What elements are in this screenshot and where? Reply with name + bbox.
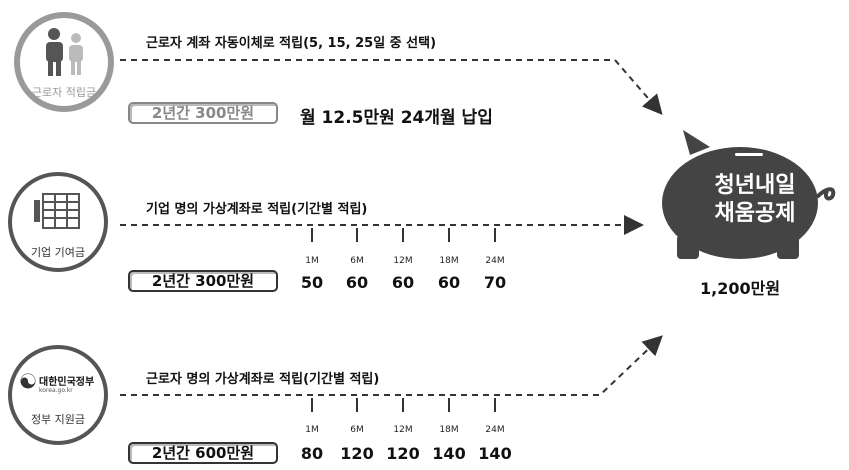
tick-value: 70 (483, 273, 507, 292)
company-circle: 기업 기여금 (8, 172, 108, 272)
piggy-bank-icon (662, 130, 836, 259)
tick-value: 60 (345, 273, 369, 292)
tick-value: 140 (478, 444, 512, 463)
piggy-title: 청년내일 채움공제 (690, 172, 820, 228)
tick-mark (402, 228, 404, 242)
tick-label: 18M (439, 256, 459, 266)
government-circle: 대한민국정부 korea.go.kr 정부 지원금 (8, 345, 108, 445)
arrow-bottom (120, 335, 663, 396)
tick-label: 6M (350, 425, 364, 435)
tick-mark (402, 398, 404, 412)
piggy-title-line2: 채움공제 (714, 201, 796, 226)
tick-value: 80 (300, 444, 324, 463)
description-worker: 근로자 계좌 자동이체로 적립(5, 15, 25일 중 선택) (146, 36, 437, 51)
description-government: 근로자 명의 가상계좌로 적립(기간별 적립) (146, 372, 380, 387)
circle-label-company: 기업 기여금 (30, 246, 86, 259)
tick-value: 60 (391, 273, 415, 292)
tick-label: 12M (393, 256, 413, 266)
circle-label-government: 정부 지원금 (30, 413, 86, 426)
tick-mark (356, 398, 358, 412)
tick-value: 120 (386, 444, 420, 463)
tick-mark (311, 228, 313, 242)
tick-value: 50 (300, 273, 324, 292)
government-logo: 대한민국정부 korea.go.kr (20, 371, 104, 401)
logo-text: 대한민국정부 (39, 377, 95, 388)
circle-label-worker: 근로자 적립금 (31, 86, 97, 99)
tick-label: 1M (305, 425, 319, 435)
tick-label: 6M (350, 256, 364, 266)
pill-company: 2년간 300만원 (128, 270, 278, 292)
tick-label: 24M (485, 256, 505, 266)
tick-label: 1M (305, 256, 319, 266)
piggy-title-line1: 청년내일 (714, 173, 796, 198)
tick-value: 60 (437, 273, 461, 292)
arrow-top (120, 59, 663, 116)
tick-mark (311, 398, 313, 412)
tick-value: 140 (432, 444, 466, 463)
people-icon (46, 28, 83, 76)
tick-mark (448, 398, 450, 412)
worker-circle: 근로자 적립금 (14, 12, 114, 112)
pill-worker: 2년간 300만원 (128, 102, 278, 124)
tick-mark (356, 228, 358, 242)
tick-value: 120 (340, 444, 374, 463)
logo-sub: korea.go.kr (39, 387, 73, 394)
tick-label: 18M (439, 425, 459, 435)
pill-government: 2년간 600만원 (128, 442, 278, 464)
tick-label: 12M (393, 425, 413, 435)
tick-label: 24M (485, 425, 505, 435)
spreadsheet-icon (34, 193, 80, 229)
total-amount: 1,200만원 (700, 279, 781, 298)
tick-mark (494, 228, 496, 242)
taegeuk-icon (20, 373, 36, 389)
tick-mark (448, 228, 450, 242)
monthly-note: 월 12.5만원 24개월 납입 (300, 108, 493, 128)
tick-mark (494, 398, 496, 412)
description-company: 기업 명의 가상계좌로 적립(기간별 적립) (146, 202, 368, 217)
